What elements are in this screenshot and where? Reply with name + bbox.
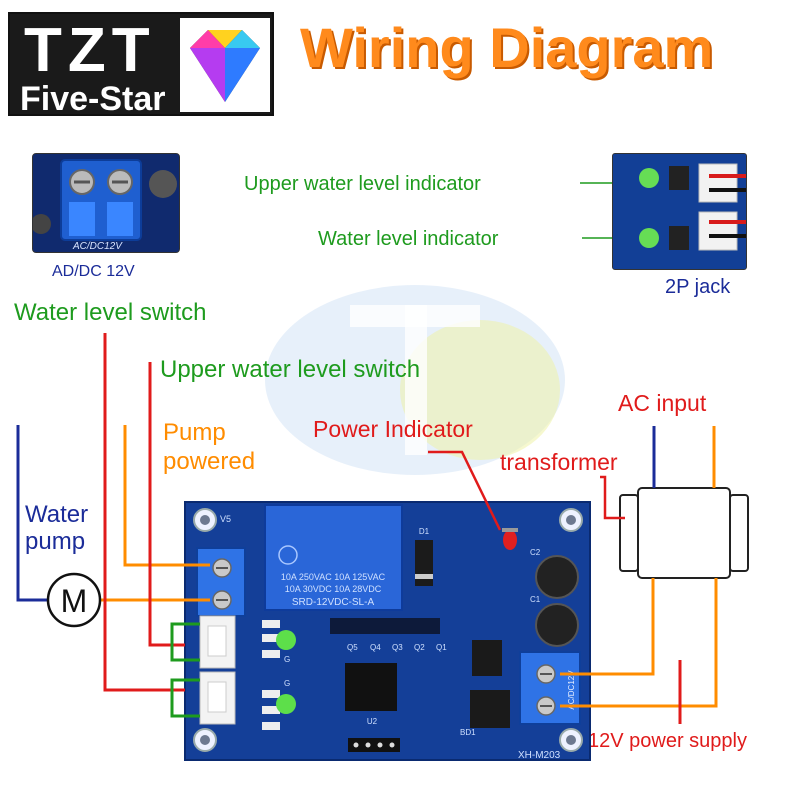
c2-label: C2 <box>530 548 541 557</box>
wire-transformer-leader <box>600 475 625 520</box>
terminal-silk-label: AC/DC12V <box>73 241 122 252</box>
ac-input-label: AC input <box>618 390 707 416</box>
d1-label: D1 <box>419 527 430 536</box>
relay-rating-1: 10A 250VAC 10A 125VAC <box>281 572 386 582</box>
q1-label: Q1 <box>436 643 447 652</box>
model-label: XH-M203 <box>518 750 561 761</box>
bd1-label: BD1 <box>460 728 476 737</box>
bracket-water-switch <box>170 678 200 718</box>
logo-text-five-star: Five-Star <box>20 80 166 118</box>
green-leds: G G <box>276 630 296 714</box>
upper-indicator-label: Upper water level indicator <box>244 173 481 195</box>
g2-label: G <box>284 679 290 688</box>
c1-label: C1 <box>530 595 541 604</box>
diamond-icon <box>180 18 270 112</box>
board-components: D1 V5 Q5 Q4 Q3 Q2 Q1 U2 BD1 C2 C1 XH-M20… <box>220 514 579 761</box>
transformer-label: transformer <box>500 449 618 475</box>
wire-pump-navy <box>16 425 48 602</box>
wires <box>16 182 718 724</box>
g1-label: G <box>284 655 290 664</box>
q2-label: Q2 <box>414 643 425 652</box>
q5-label: Q5 <box>347 643 358 652</box>
terminal-block-illustration <box>33 154 179 252</box>
u2-label: U2 <box>367 717 378 726</box>
bracket-upper-switch <box>170 622 200 662</box>
q3-label: Q3 <box>392 643 403 652</box>
power-terminal-block: AC/DC12V <box>519 651 581 725</box>
motor-icon: M <box>46 572 102 628</box>
relay-rating-2: 10A 30VDC 10A 28VDC <box>285 584 382 594</box>
wire-upper-switch <box>148 362 185 647</box>
logo-text-tzt: TZT <box>24 16 156 85</box>
jack-caption: 2P jack <box>665 276 731 298</box>
water-pump-label-line1: Water <box>25 501 89 528</box>
acdc-silk-label: AC/DC12V <box>567 670 576 710</box>
pump-terminal-block <box>196 547 246 617</box>
water-indicator-label: Water level indicator <box>318 228 499 250</box>
transformer-icon <box>619 487 749 579</box>
wire-pump-powered-1 <box>123 425 210 567</box>
power-led-icon <box>502 528 518 550</box>
relay: 10A 250VAC 10A 125VAC 10A 30VDC 10A 28VD… <box>264 504 403 611</box>
wire-power-indicator <box>428 450 502 531</box>
pump-powered-label-line2: powered <box>163 448 256 475</box>
jack-photo <box>612 153 747 270</box>
q4-label: Q4 <box>370 643 381 652</box>
pump-powered-label-line1: Pump <box>163 419 226 446</box>
terminal-photo: AC/DC12V <box>32 153 180 253</box>
relay-model: SRD-12VDC-SL-A <box>292 597 375 608</box>
wire-water-switch <box>103 333 185 692</box>
jack-illustration <box>613 154 746 269</box>
v5-label: V5 <box>220 514 231 524</box>
wire-transformer-out-1 <box>560 578 655 676</box>
water-level-switch-label: Water level switch <box>14 299 207 326</box>
wire-transformer-out-2 <box>560 578 718 708</box>
page-title: Wiring Diagram <box>300 16 714 79</box>
motor-symbol-text: M <box>61 583 88 619</box>
switch-jacks <box>199 615 236 725</box>
power-supply-label: 12V power supply <box>588 730 747 752</box>
watermark-logo <box>265 285 565 475</box>
upper-water-level-switch-label: Upper water level switch <box>160 356 421 383</box>
water-pump-label-line2: pump <box>25 528 86 555</box>
power-indicator-label: Power Indicator <box>313 416 473 442</box>
brand-logo: TZT Five-Star <box>8 12 274 116</box>
terminal-caption: AD/DC 12V <box>52 263 135 280</box>
